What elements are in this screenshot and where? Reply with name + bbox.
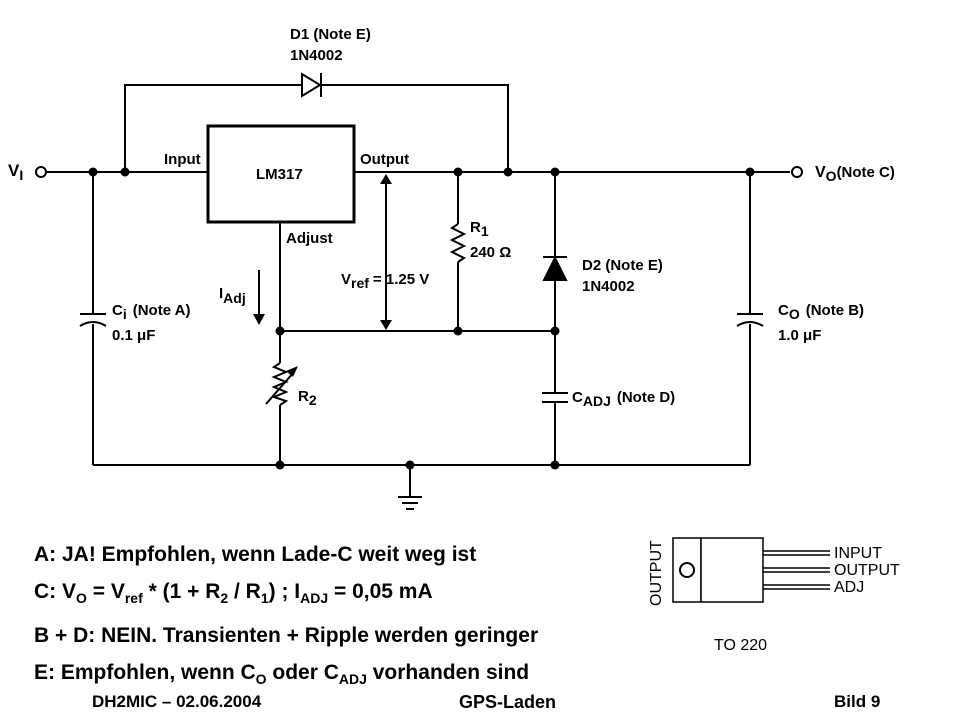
iadj-label: IAdj [219, 285, 246, 306]
d1-part: 1N4002 [290, 47, 343, 64]
package-pin-output: OUTPUT [834, 562, 900, 579]
lm317-ic [206, 124, 356, 224]
r1-label: R1 [470, 219, 489, 239]
adjust-pin-label: Adjust [286, 230, 333, 247]
package-name: TO 220 [714, 637, 767, 654]
cadj-label: CADJ(Note D) [572, 389, 675, 409]
vref-label: Vref= 1.25 V [341, 271, 429, 291]
vout-label: VO(Note C) [815, 164, 895, 184]
note-bd: B + D: NEIN. Transienten + Ripple werden… [34, 624, 539, 648]
ground-symbol [398, 496, 422, 510]
d2-diode-symbol [542, 255, 568, 281]
ci-value: 0.1 μF [112, 327, 155, 344]
d2-part: 1N4002 [582, 278, 635, 295]
r2-label: R2 [298, 388, 317, 408]
d1-diode-symbol [301, 72, 322, 98]
package-pin-input: INPUT [834, 545, 882, 562]
package-side-label: OUTPUT [648, 540, 665, 606]
footer-slide-number: Bild 9 [834, 692, 881, 711]
to220-package [672, 537, 830, 603]
notes-list: A: JA! Empfohlen, wenn Lade-C weit weg i… [34, 536, 538, 698]
ci-capacitor-symbol [79, 313, 107, 327]
input-pin-label: Input [164, 151, 201, 168]
output-pin-label: Output [360, 151, 409, 168]
ic-label: LM317 [256, 166, 303, 183]
vin-label: VI [8, 161, 23, 183]
wires [47, 84, 790, 497]
package-pin-adj: ADJ [834, 579, 864, 596]
r2-variable-resistor-symbol [265, 362, 298, 406]
r1-value: 240 Ω [470, 244, 511, 261]
ci-label: Ci(Note A) [112, 302, 191, 322]
vref-arrow [380, 174, 392, 330]
d1-label: D1 (Note E) [290, 26, 371, 43]
iadj-arrow [253, 270, 265, 325]
footer-author-date: DH2MIC – 02.06.2004 [92, 692, 262, 711]
co-label: CO(Note B) [778, 302, 864, 322]
junction-dots [88, 167, 755, 470]
footer-title: GPS-Laden [459, 692, 557, 712]
vin-terminal [35, 166, 47, 178]
note-a: A: JA! Empfohlen, wenn Lade-C weit weg i… [34, 543, 477, 566]
co-value: 1.0 μF [778, 327, 821, 344]
co-capacitor-symbol [736, 313, 764, 327]
note-c: C: VO = Vref * (1 + R2 / R1) ; IADJ = 0,… [34, 580, 433, 607]
r1-resistor-symbol [449, 223, 467, 263]
vout-terminal [791, 166, 803, 178]
d2-label: D2 (Note E) [582, 257, 663, 274]
cadj-capacitor-symbol [542, 392, 568, 403]
note-e: E: Empfohlen, wenn CO oder CADJ vorhande… [34, 661, 530, 688]
